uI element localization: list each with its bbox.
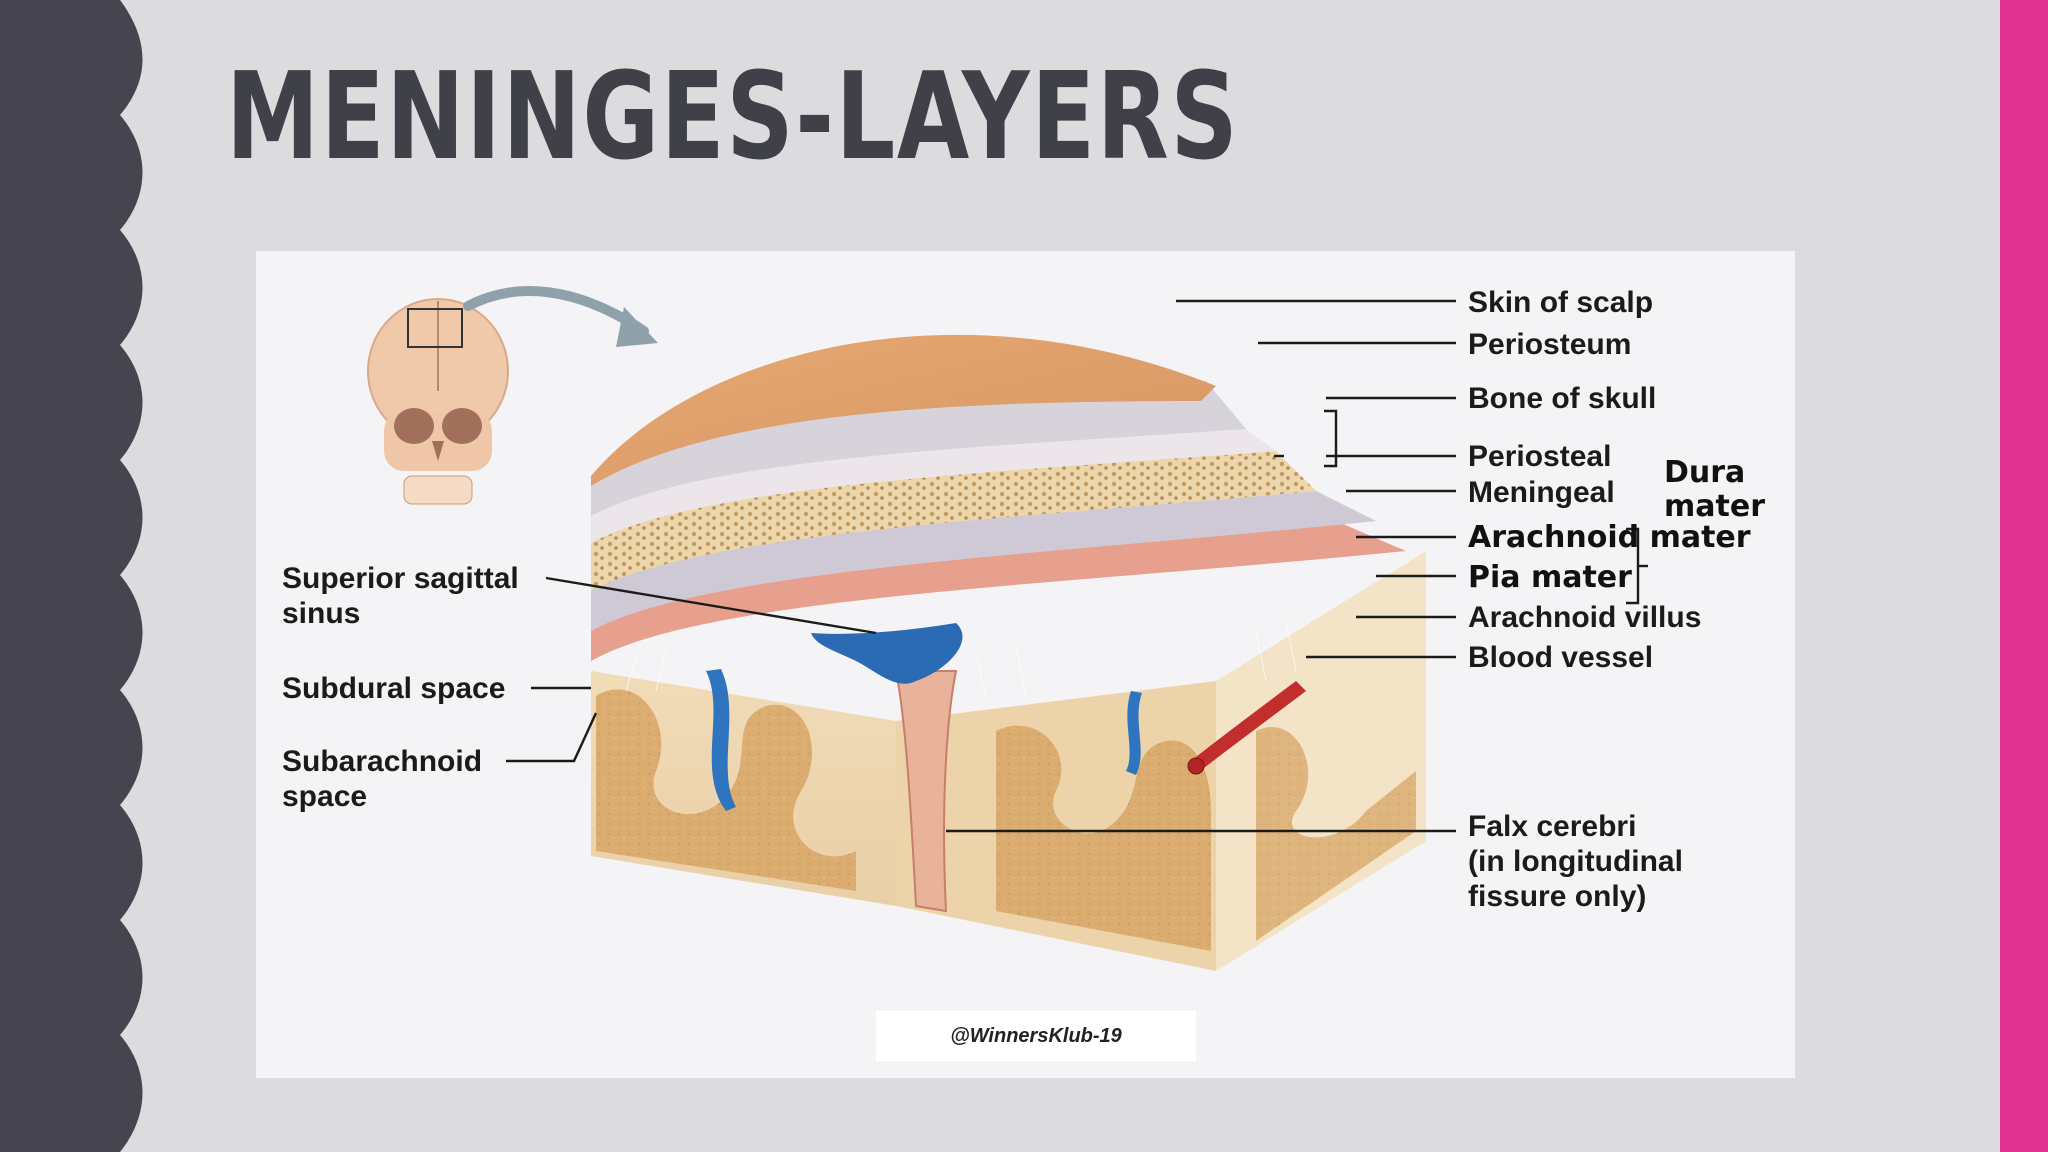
right-labels: Skin of scalp Periosteum Bone of skull P… — [1468, 286, 1765, 913]
right-accent-band — [2000, 0, 2048, 1152]
meninges-illustration: Superior sagittal sinus Subdural space S… — [282, 286, 1765, 971]
slide-title: MENINGES-LAYERS — [226, 48, 1240, 187]
meninges-diagram-panel: Superior sagittal sinus Subdural space S… — [256, 251, 1795, 1078]
label-dura-mater-2: mater — [1664, 489, 1765, 524]
label-superior-sagittal-sinus-1: Superior sagittal — [282, 562, 519, 595]
label-arachnoid-mater: Arachnoid mater — [1468, 520, 1751, 555]
credit-watermark: @WinnersKlub-19 — [876, 1011, 1196, 1061]
label-arachnoid-villus: Arachnoid villus — [1468, 601, 1701, 634]
skull-thumbnail — [367, 286, 658, 505]
left-wavy-band — [0, 0, 143, 1152]
label-blood-vessel: Blood vessel — [1468, 641, 1653, 674]
label-bone-of-skull: Bone of skull — [1468, 382, 1656, 415]
label-superior-sagittal-sinus-2: sinus — [282, 597, 360, 630]
label-periosteum: Periosteum — [1468, 328, 1631, 361]
leader-lines — [506, 299, 1648, 833]
label-falx-cerebri-2: (in longitudinal — [1468, 845, 1683, 878]
label-meningeal: Meningeal — [1468, 476, 1615, 509]
meninges-block — [591, 334, 1426, 971]
label-skin-of-scalp: Skin of scalp — [1468, 286, 1653, 319]
label-subdural-space: Subdural space — [282, 672, 505, 705]
label-pia-mater: Pia mater — [1468, 560, 1632, 595]
label-falx-cerebri-1: Falx cerebri — [1468, 810, 1636, 843]
label-periosteal: Periosteal — [1468, 440, 1611, 473]
label-dura-mater-1: Dura — [1664, 455, 1745, 490]
left-labels: Superior sagittal sinus Subdural space S… — [282, 562, 519, 813]
label-falx-cerebri-3: fissure only) — [1468, 880, 1646, 913]
label-subarachnoid-space-2: space — [282, 780, 367, 813]
label-subarachnoid-space-1: Subarachnoid — [282, 745, 482, 778]
